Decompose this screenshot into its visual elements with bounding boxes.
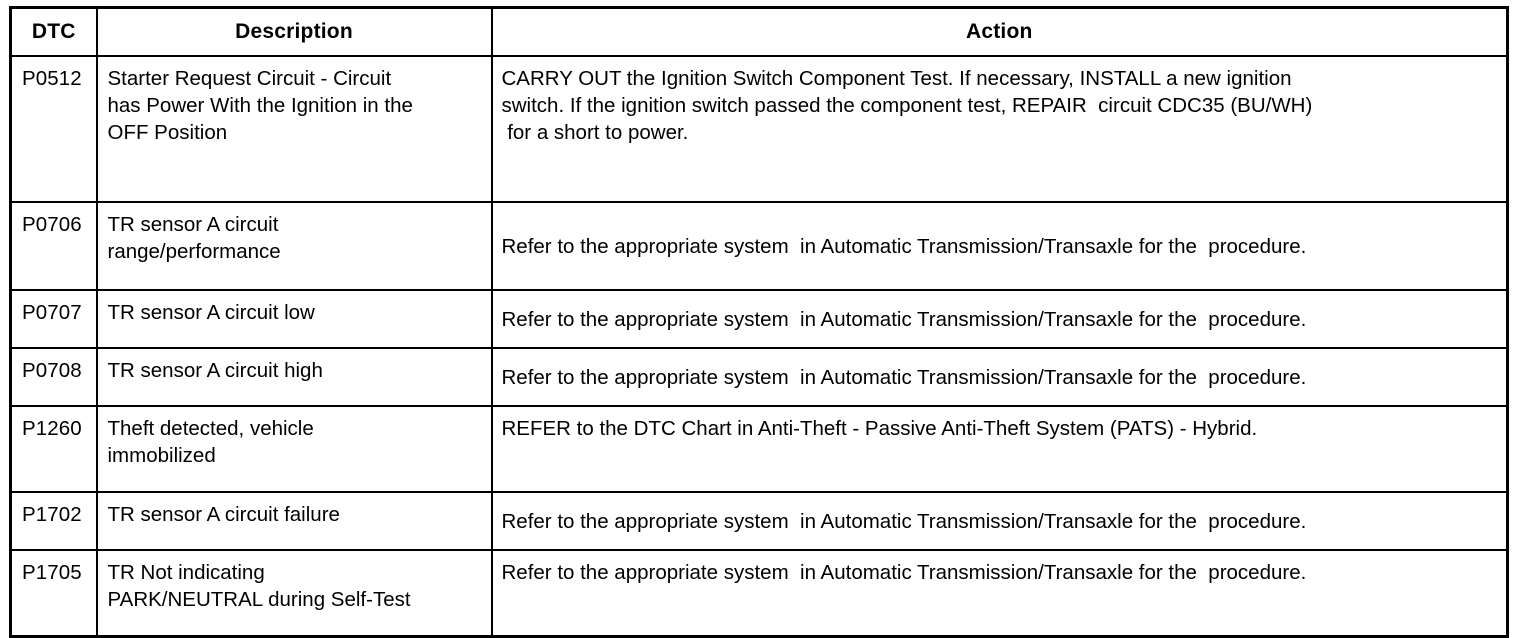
cell-action: Refer to the appropriate system in Autom… <box>490 289 1509 349</box>
description-line: immobilized <box>107 444 216 467</box>
cell-dtc-code: P0706 <box>9 201 98 291</box>
cell-dtc-code: P0707 <box>9 289 98 349</box>
description-line: TR sensor A circuit low <box>107 301 315 324</box>
action-line: Refer to the appropriate system in Autom… <box>501 307 1307 331</box>
table-row: P0707 TR sensor A circuit low Refer to t… <box>9 289 1509 349</box>
description-line: TR Not indicating <box>107 561 265 584</box>
cell-action: CARRY OUT the Ignition Switch Component … <box>490 55 1509 203</box>
cell-dtc-code: P1260 <box>9 405 98 493</box>
dtc-chart-table: DTC Description Action P0512 Starter Req… <box>9 6 1509 638</box>
cell-action: Refer to the appropriate system in Autom… <box>490 201 1509 291</box>
cell-action: Refer to the appropriate system in Autom… <box>490 347 1509 407</box>
cell-dtc-code: P0708 <box>9 347 98 407</box>
description-line: TR sensor A circuit <box>107 213 279 236</box>
cell-description: Theft detected, vehicle immobilized <box>95 405 493 493</box>
action-line: REFER to the DTC Chart in Anti-Theft - P… <box>501 417 1258 440</box>
action-line: for a short to power. <box>501 121 689 144</box>
table-row: P0512 Starter Request Circuit - Circuit … <box>9 55 1509 203</box>
column-header-action: Action <box>490 6 1509 57</box>
action-line: CARRY OUT the Ignition Switch Component … <box>501 67 1292 90</box>
description-line: PARK/NEUTRAL during Self-Test <box>107 588 411 611</box>
action-line: Refer to the appropriate system in Autom… <box>501 365 1307 389</box>
table-header-row: DTC Description Action <box>9 6 1509 57</box>
cell-dtc-code: P1702 <box>9 491 98 551</box>
description-line: Starter Request Circuit - Circuit <box>107 67 392 90</box>
description-line: TR sensor A circuit failure <box>107 503 340 526</box>
action-line: Refer to the appropriate system in Autom… <box>501 509 1307 533</box>
cell-description: TR sensor A circuit low <box>95 289 493 349</box>
cell-description: TR sensor A circuit high <box>95 347 493 407</box>
table-row: P0706 TR sensor A circuit range/performa… <box>9 201 1509 291</box>
description-line: Theft detected, vehicle <box>107 417 314 440</box>
cell-description: TR Not indicating PARK/NEUTRAL during Se… <box>95 549 493 638</box>
cell-dtc-code: P1705 <box>9 549 98 638</box>
table-header: DTC Description Action <box>9 6 1509 57</box>
table-row: P1260 Theft detected, vehicle immobilize… <box>9 405 1509 493</box>
action-line: switch. If the ignition switch passed th… <box>501 94 1313 117</box>
description-line: OFF Position <box>107 121 228 144</box>
table-row: P0708 TR sensor A circuit high Refer to … <box>9 347 1509 407</box>
action-line: Refer to the appropriate system in Autom… <box>501 234 1307 258</box>
cell-description: TR sensor A circuit range/performance <box>95 201 493 291</box>
column-header-description: Description <box>95 6 493 57</box>
table-row: P1705 TR Not indicating PARK/NEUTRAL dur… <box>9 549 1509 638</box>
cell-action: REFER to the DTC Chart in Anti-Theft - P… <box>490 405 1509 493</box>
description-line: has Power With the Ignition in the <box>107 94 413 117</box>
action-line: Refer to the appropriate system in Autom… <box>501 561 1307 584</box>
cell-action: Refer to the appropriate system in Autom… <box>490 491 1509 551</box>
document-page: DTC Description Action P0512 Starter Req… <box>9 6 1509 638</box>
cell-description: Starter Request Circuit - Circuit has Po… <box>95 55 493 203</box>
column-header-dtc: DTC <box>9 6 98 57</box>
table-body: P0512 Starter Request Circuit - Circuit … <box>9 55 1509 638</box>
cell-dtc-code: P0512 <box>9 55 98 203</box>
cell-description: TR sensor A circuit failure <box>95 491 493 551</box>
description-line: range/performance <box>107 240 281 263</box>
cell-action: Refer to the appropriate system in Autom… <box>490 549 1509 638</box>
description-line: TR sensor A circuit high <box>107 359 323 382</box>
table-row: P1702 TR sensor A circuit failure Refer … <box>9 491 1509 551</box>
